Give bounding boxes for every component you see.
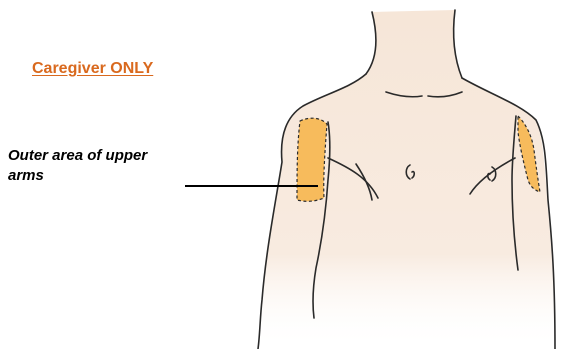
label-leader-line: [185, 185, 318, 187]
injection-site-label: Outer area of upper arms: [8, 146, 238, 186]
label-line-2: arms: [8, 166, 238, 186]
injection-area-left-arm: [297, 118, 327, 201]
label-line-1: Outer area of upper: [8, 146, 238, 166]
caregiver-only-heading: Caregiver ONLY: [32, 60, 153, 78]
